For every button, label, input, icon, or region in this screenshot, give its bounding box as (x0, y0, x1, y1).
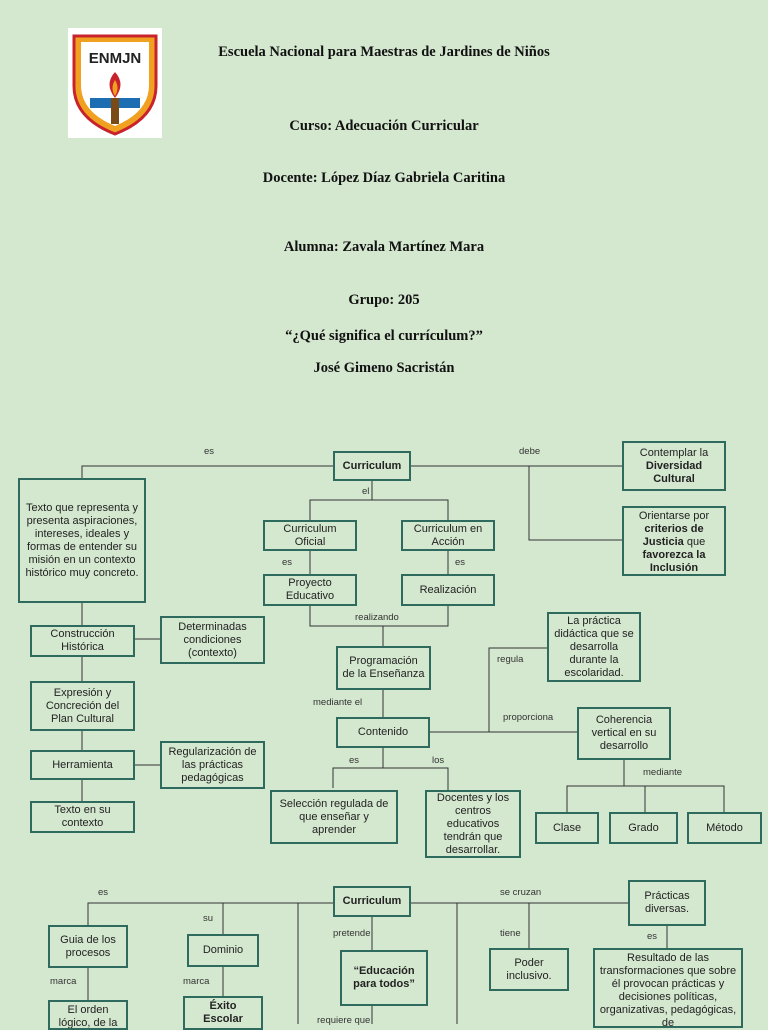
label2-es: es (98, 887, 109, 898)
label-el: el (362, 486, 370, 497)
school-name: Escuela Nacional para Maestras de Jardin… (218, 44, 550, 60)
label2-es-2: es (647, 931, 658, 942)
texto-node: Texto que representa y presenta aspiraci… (18, 478, 146, 603)
proyecto-node: Proyecto Educativo (263, 574, 357, 606)
label-realizando: realizando (355, 612, 399, 623)
logo-text: ENMJN (89, 50, 142, 67)
dominio-node: Dominio (187, 934, 259, 967)
label-regula: regula (497, 654, 524, 665)
teacher-line: Docente: López Díaz Gabriela Caritina (262, 170, 506, 186)
clase-node: Clase (535, 812, 599, 844)
guia-node: Guia de los procesos (48, 925, 128, 968)
course-line: Curso: Adecuación Curricular (289, 118, 479, 134)
orden-node: El orden lógico, de la (48, 1000, 128, 1030)
construccion-node: Construcción Histórica (30, 625, 135, 657)
label-mediante: mediante (643, 767, 683, 778)
docentes-node: Docentes y los centros educativos tendrá… (425, 790, 521, 858)
question-line: “¿Qué significa el currículum?” (285, 328, 483, 344)
label-los: los (432, 755, 445, 766)
label-debe: debe (519, 446, 541, 457)
shield-emblem-icon: ENMJN (72, 34, 158, 136)
label-es-2: es (282, 557, 293, 568)
texto-contexto-node: Texto en su contexto (30, 801, 135, 833)
label2-marca: marca (50, 976, 77, 987)
diversidad-pre: Contemplar la (639, 446, 709, 459)
school-logo: ENMJN (68, 28, 162, 138)
educacion-node: “Educación para todos” (340, 950, 428, 1006)
herramienta-node: Herramienta (30, 750, 135, 780)
condiciones-node: Determinadas condiciones (contexto) (160, 616, 265, 664)
label2-marca-2: marca (183, 976, 210, 987)
justicia-pre: Orientarse por (638, 510, 710, 522)
label-es: es (204, 446, 215, 457)
practicas-node: Prácticas diversas. (628, 880, 706, 926)
label-es-4: es (349, 755, 360, 766)
curriculum-node: Curriculum (333, 451, 411, 481)
oficial-node: Curriculum Oficial (263, 520, 357, 551)
author-line: José Gimeno Sacristán (313, 360, 455, 376)
justicia-bold-2: favorezca la Inclusión (642, 549, 706, 574)
diversidad-bold: Diversidad Cultural (645, 459, 703, 485)
group-line: Grupo: 205 (348, 292, 420, 308)
label-mediante-el: mediante el (313, 697, 363, 708)
label2-su: su (203, 913, 214, 924)
label2-tiene: tiene (500, 928, 521, 939)
exito-node: Éxito Escolar (183, 996, 263, 1030)
justicia-bold-1: criterios de Justicia (642, 523, 704, 548)
practica-node: La práctica didáctica que se desarrolla … (547, 612, 641, 682)
poder-node: Poder inclusivo. (489, 948, 569, 991)
accion-node: Curriculum en Acción (401, 520, 495, 551)
label2-requiere: requiere que (317, 1015, 371, 1026)
contenido-node: Contenido (336, 717, 430, 748)
programacion-node: Programación de la Enseñanza (336, 646, 431, 690)
realizacion-node: Realización (401, 574, 495, 606)
grado-node: Grado (609, 812, 678, 844)
label-proporciona: proporciona (503, 712, 554, 723)
expresion-node: Expresión y Concreción del Plan Cultural (30, 681, 135, 731)
coherencia-node: Coherencia vertical en su desarrollo (577, 707, 671, 760)
justicia-mid: que (686, 536, 706, 548)
justicia-node: Orientarse por criterios de Justicia que… (622, 506, 726, 576)
curriculum-node-2: Curriculum (333, 886, 411, 917)
resultado-node: Resultado de las transformaciones que so… (593, 948, 743, 1028)
label2-se-cruzan: se cruzan (500, 887, 542, 898)
diversidad-node: Contemplar la Diversidad Cultural (622, 441, 726, 491)
metodo-node: Método (687, 812, 762, 844)
label-es-3: es (455, 557, 466, 568)
label2-pretende: pretende (333, 928, 371, 939)
regularizacion-node: Regularización de las prácticas pedagógi… (160, 741, 265, 789)
student-line: Alumna: Zavala Martínez Mara (283, 239, 485, 255)
seleccion-node: Selección regulada de que enseñar y apre… (270, 790, 398, 844)
